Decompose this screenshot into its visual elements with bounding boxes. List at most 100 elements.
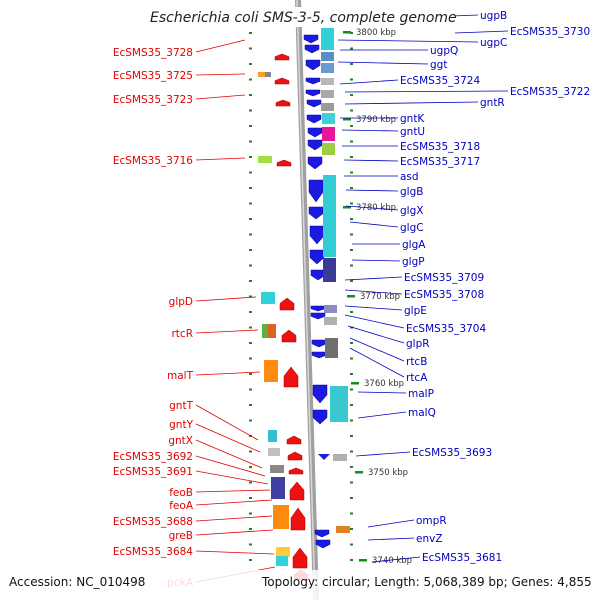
- scale-label: 3740 kbp: [372, 556, 412, 566]
- gene-label-glgA: glgA: [402, 239, 426, 251]
- tick-mark-right: [350, 249, 353, 251]
- leader-line: [195, 94, 246, 100]
- gene-block: [276, 547, 290, 557]
- tick-mark-right: [350, 404, 353, 406]
- gene-label-glgC: glgC: [400, 222, 424, 234]
- scale-major-tick: [343, 31, 351, 34]
- gene-block: [321, 52, 334, 61]
- tick-mark-right: [350, 32, 353, 34]
- tick-mark-right: [350, 94, 353, 96]
- tick-mark-left: [249, 326, 252, 329]
- leader-line: [195, 157, 246, 161]
- forward-gene-arrow: [305, 89, 321, 97]
- forward-gene-arrow: [307, 127, 323, 138]
- leader-line: [195, 489, 271, 493]
- tick-mark-left: [249, 466, 252, 468]
- tick-mark-right: [350, 280, 353, 282]
- leader-line: [344, 289, 403, 295]
- scale-major-tick: [355, 471, 363, 474]
- leader-line: [349, 337, 405, 362]
- gene-block: [322, 127, 335, 141]
- tick-mark-right: [350, 171, 353, 174]
- tick-mark-right: [350, 419, 353, 422]
- tick-mark-left: [249, 543, 252, 546]
- leader-line: [195, 73, 246, 76]
- tick-mark-left: [249, 373, 252, 375]
- leader-line: [195, 550, 275, 555]
- leader-line: [345, 205, 399, 211]
- gene-label-EcSMS35_3691: EcSMS35_3691: [113, 466, 193, 478]
- gene-block: [325, 338, 338, 358]
- gene-label-malQ: malQ: [408, 407, 436, 419]
- gene-block: [270, 465, 284, 473]
- reverse-gene-arrow: [279, 297, 295, 311]
- gene-label-gntR: gntR: [480, 97, 505, 109]
- forward-gene-arrow: [314, 529, 330, 538]
- tick-mark-right: [350, 450, 353, 453]
- gene-label-glgB: glgB: [400, 186, 423, 198]
- forward-gene-arrow: [308, 179, 324, 203]
- gene-block: [324, 305, 337, 313]
- feature-layer: [258, 28, 350, 581]
- scale-label: 3760 kbp: [364, 379, 404, 389]
- tick-mark-right: [350, 264, 353, 267]
- tick-mark-left: [249, 419, 252, 422]
- gene-label-envZ: envZ: [416, 533, 443, 545]
- leader-line: [347, 325, 405, 344]
- map-title: Escherichia coli SMS-3-5, complete genom…: [150, 10, 457, 26]
- gene-block: [321, 103, 334, 111]
- title-background: [145, 7, 455, 27]
- tick-mark-right: [350, 47, 353, 50]
- scale-label: 3790 kbp: [356, 115, 396, 125]
- gene-label-glpD: glpD: [169, 296, 193, 308]
- gene-label-gntK: gntK: [400, 113, 425, 125]
- tick-mark-left: [249, 32, 252, 34]
- gene-label-ugpC: ugpC: [480, 37, 507, 49]
- gene-block: [333, 454, 347, 461]
- forward-gene-arrow: [309, 225, 325, 245]
- reverse-gene-arrow: [289, 481, 305, 501]
- forward-gene-arrow: [318, 454, 330, 460]
- forward-gene-arrow: [311, 351, 327, 359]
- leader-line: [371, 556, 421, 563]
- forward-gene-arrow: [305, 77, 321, 85]
- gene-label-EcSMS35_3684: EcSMS35_3684: [113, 546, 193, 558]
- leader-line: [451, 14, 479, 17]
- forward-gene-arrow: [303, 34, 319, 44]
- gene-block: [330, 386, 348, 422]
- accession-text: Accession: NC_010498: [9, 575, 145, 589]
- leader-line: [344, 314, 405, 329]
- leader-line: [341, 129, 399, 132]
- tick-mark-right: [350, 202, 353, 205]
- genome-backbone-highlight: [296, 0, 316, 600]
- gene-label-EcSMS35_3717: EcSMS35_3717: [400, 156, 480, 168]
- gene-label-malT: malT: [167, 370, 194, 382]
- tick-mark-right: [350, 388, 353, 391]
- gene-label-EcSMS35_3718: EcSMS35_3718: [400, 141, 480, 153]
- forward-gene-arrow: [304, 44, 320, 54]
- forward-gene-arrow: [310, 305, 326, 312]
- gene-block: [258, 72, 266, 77]
- gene-label-feoA: feoA: [169, 500, 194, 512]
- leader-line: [195, 39, 246, 53]
- forward-gene-arrow: [307, 139, 323, 151]
- tick-mark-left: [249, 404, 252, 406]
- tick-mark-left: [249, 171, 252, 174]
- tick-mark-right: [350, 559, 353, 561]
- tick-mark-left: [249, 280, 252, 282]
- leader-line: [195, 329, 259, 334]
- gene-block: [322, 143, 335, 155]
- scale-major-tick: [359, 559, 367, 562]
- gene-label-gntX: gntX: [168, 435, 193, 447]
- leader-line: [195, 470, 269, 485]
- tick-mark-left: [249, 342, 252, 344]
- leader-line: [351, 259, 401, 262]
- gene-block: [276, 556, 288, 566]
- leader-line: [195, 423, 261, 453]
- forward-gene-arrow: [305, 59, 321, 71]
- gene-block: [268, 324, 276, 338]
- reverse-gene-arrow: [292, 547, 308, 569]
- gene-label-EcSMS35_3709: EcSMS35_3709: [404, 272, 484, 284]
- gene-label-feoB: feoB: [169, 487, 193, 499]
- scale-label: 3750 kbp: [368, 468, 408, 478]
